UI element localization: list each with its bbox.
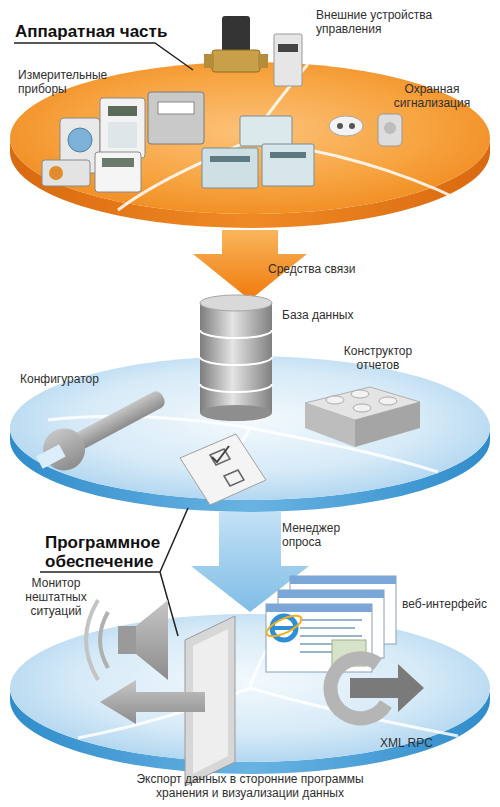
layer-disc: База данныхКонфигуратор Конструктор отчет… bbox=[8, 300, 492, 512]
layer-heading: Программное обеспечение bbox=[45, 533, 185, 571]
component-label: База данных bbox=[282, 308, 382, 322]
browser-titlebar bbox=[266, 604, 372, 612]
component-label: Конструктор отчетов bbox=[330, 344, 426, 372]
component-label: Внешние устройства управления bbox=[316, 8, 444, 36]
layer-heading: Аппаратная часть bbox=[15, 22, 205, 41]
database-top bbox=[200, 295, 272, 311]
component-label: Монитор нештатных ситуаций bbox=[14, 576, 98, 618]
sector-divider bbox=[118, 140, 250, 210]
sector-divider bbox=[48, 416, 250, 428]
caption-text: Экспорт данных в сторонние программы хра… bbox=[122, 772, 378, 800]
component-label: Измерительные приборы bbox=[18, 68, 118, 96]
sector-divider bbox=[250, 688, 458, 736]
sector-divider bbox=[250, 616, 288, 688]
leader-line bbox=[14, 43, 193, 70]
disc-outline bbox=[8, 300, 492, 512]
sector-divider bbox=[78, 688, 250, 738]
valve-coil bbox=[222, 16, 250, 52]
din-display bbox=[278, 44, 298, 52]
disc-top bbox=[10, 614, 490, 762]
disc-top bbox=[10, 356, 490, 500]
sector-divider bbox=[250, 428, 438, 472]
disc-top bbox=[10, 62, 490, 214]
sector-divider bbox=[208, 428, 250, 498]
layer-disc: Аппаратная частьИзмерительные приборыВне… bbox=[8, 60, 492, 230]
component-label: веб-интерфейс bbox=[402, 597, 498, 611]
component-label: Конфигуратор bbox=[20, 372, 120, 386]
browser-titlebar bbox=[290, 576, 396, 584]
edge-label: Средства связи bbox=[268, 262, 388, 276]
browser-titlebar bbox=[278, 590, 384, 598]
component-label: Менеджер опроса bbox=[282, 521, 372, 549]
component-label: XML RPC bbox=[380, 736, 460, 750]
flow-arrow bbox=[191, 512, 309, 612]
sector-divider bbox=[250, 64, 308, 140]
component-label: Охранная сигнализация bbox=[384, 82, 480, 110]
layer-disc: Монитор нештатных ситуацийвеб-интерфейсX… bbox=[8, 612, 492, 807]
sector-divider bbox=[250, 140, 460, 200]
